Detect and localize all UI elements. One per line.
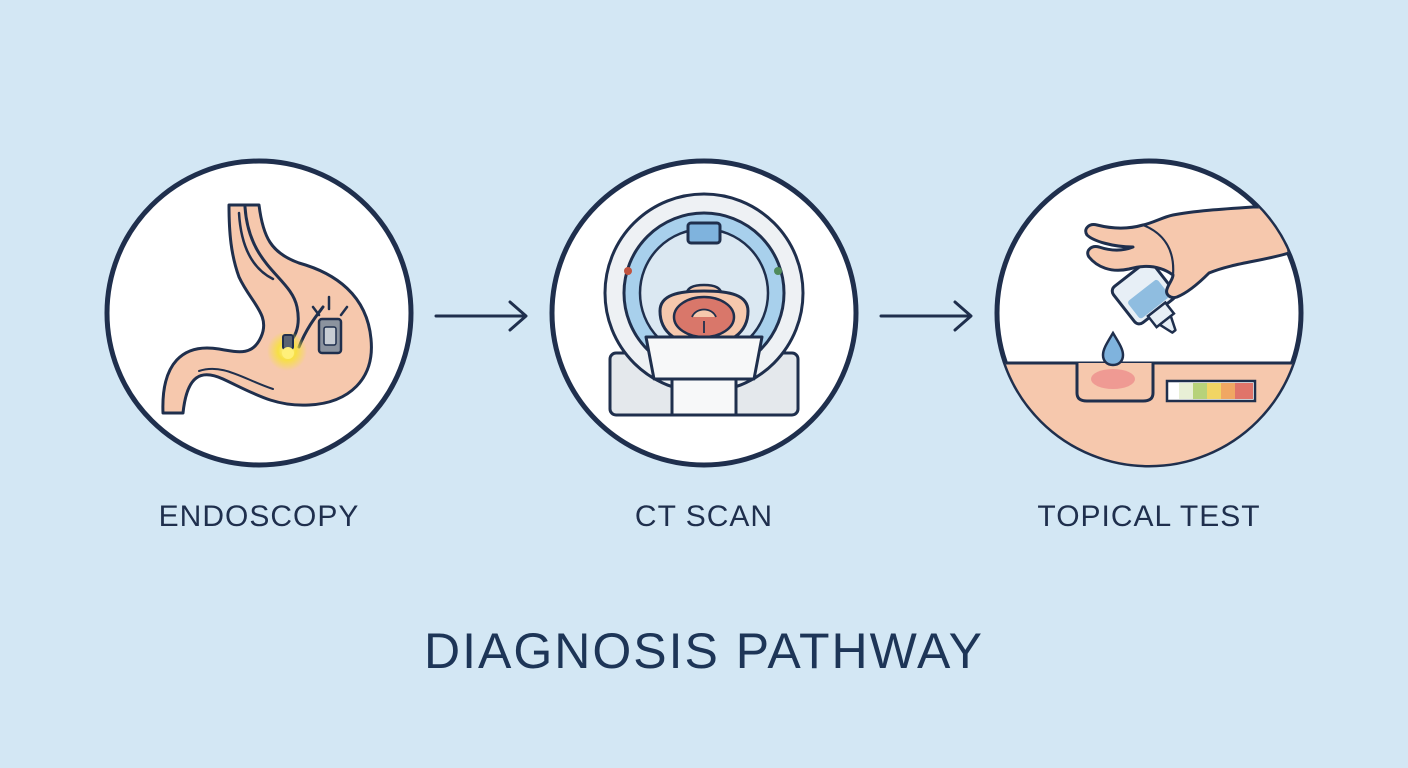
step-label-ct-scan: CT SCAN <box>634 500 774 533</box>
topical-drop-test-icon <box>994 158 1304 468</box>
ct-scanner-icon <box>549 158 859 468</box>
arrow-right-icon <box>879 300 973 332</box>
arrow-right-icon <box>434 300 528 332</box>
stomach-endoscope-icon <box>104 158 414 468</box>
page-title: DIAGNOSIS PATHWAY <box>424 623 984 679</box>
step-label-endoscopy: ENDOSCOPY <box>158 500 360 533</box>
ct-scan-step <box>548 157 860 469</box>
topical-test-step <box>993 157 1305 469</box>
endoscopy-step <box>103 157 415 469</box>
step-label-topical-test: TOPICAL TEST <box>1037 500 1261 533</box>
